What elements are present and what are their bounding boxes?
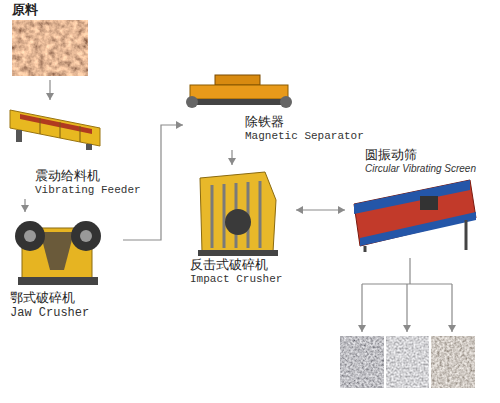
screen-leg [364, 246, 367, 252]
product-lines [362, 258, 452, 332]
impact-plate [259, 181, 262, 248]
screen-deck [354, 180, 476, 246]
magnetic-separator-picture [186, 75, 292, 108]
flow-arrow [296, 209, 345, 210]
raw-material-node: 原料 [8, 2, 92, 80]
raw-material-picture [12, 20, 88, 76]
impact-plate [211, 185, 214, 248]
feeder-rib [80, 126, 81, 142]
screen-motor [420, 196, 438, 210]
impact-body [200, 172, 276, 252]
screen-frame [354, 180, 470, 214]
node-subtitle: Circular Vibrating Screen [365, 163, 476, 175]
jaw-body [22, 228, 92, 278]
jaw-base [18, 277, 98, 285]
feeder-body [10, 110, 100, 146]
jaw-hub [80, 230, 92, 242]
label-group: 震动给料机Vibrating Feeder [35, 168, 141, 197]
node-subtitle: Magnetic Separator [245, 130, 364, 143]
screen-frame [360, 212, 476, 246]
product-arrow [406, 284, 407, 332]
node-title: 原料 [12, 2, 38, 18]
magnet-roller [186, 96, 198, 108]
label-group: 反击式破碎机Impact Crusher [190, 257, 282, 286]
product-arrow [451, 284, 452, 332]
impact-crusher-node: 反击式破碎机Impact Crusher [188, 165, 296, 290]
split-line [409, 258, 410, 284]
magnet-frame [190, 85, 288, 99]
flow-arrow [123, 125, 183, 240]
jaw-flywheel [71, 221, 101, 251]
magnet-box [215, 75, 260, 85]
vibrating-feeder-picture [10, 110, 100, 150]
jaw-hub [24, 230, 36, 242]
vibrating-screen-node: 圆振动筛Circular Vibrating Screen [345, 147, 485, 257]
magnet-belt [190, 99, 288, 105]
node-title: 震动给料机 [35, 168, 141, 184]
node-title: 鄂式破碎机 [10, 290, 89, 306]
node-subtitle: Vibrating Feeder [35, 184, 141, 197]
feeder-trough [20, 114, 92, 134]
node-title: 反击式破碎机 [190, 257, 282, 273]
impact-base [198, 250, 278, 256]
jaw-flywheel [15, 221, 45, 251]
product-arrow [361, 284, 362, 332]
magnetic-separator-node: 除铁器Magnetic Separator [183, 72, 378, 150]
node-subtitle: Impact Crusher [190, 273, 282, 286]
gravel-picture [340, 336, 384, 388]
flow-arrow [49, 80, 50, 100]
label-group: 圆振动筛Circular Vibrating Screen [365, 147, 476, 175]
gravel-picture [431, 336, 475, 388]
feeder-spring [86, 144, 92, 150]
flow-arrow [24, 199, 25, 212]
magnet-roller [280, 96, 292, 108]
feeder-rib [60, 122, 61, 138]
label-group: 除铁器Magnetic Separator [245, 114, 364, 143]
feeder-rib [40, 118, 41, 134]
node-subtitle: Jaw Crusher [10, 306, 89, 320]
impact-rotor [225, 209, 251, 235]
label-group: 原料 [12, 2, 38, 18]
feeder-spring [16, 130, 22, 142]
impact-plate [223, 184, 226, 248]
node-title: 除铁器 [245, 114, 364, 130]
feeder-node: 震动给料机Vibrating Feeder [5, 100, 150, 199]
node-title: 圆振动筛 [365, 147, 476, 163]
gravel-picture [386, 336, 429, 388]
jaw-chamber [40, 232, 74, 270]
jaw-crusher-node: 鄂式破碎机Jaw Crusher [8, 212, 123, 330]
flow-arrow [231, 150, 232, 165]
vibrating-screen-picture [354, 180, 476, 252]
jaw-crusher-picture [15, 221, 101, 285]
label-group: 鄂式破碎机Jaw Crusher [10, 290, 89, 320]
screen-leg [465, 220, 468, 250]
impact-crusher-picture [198, 172, 278, 256]
